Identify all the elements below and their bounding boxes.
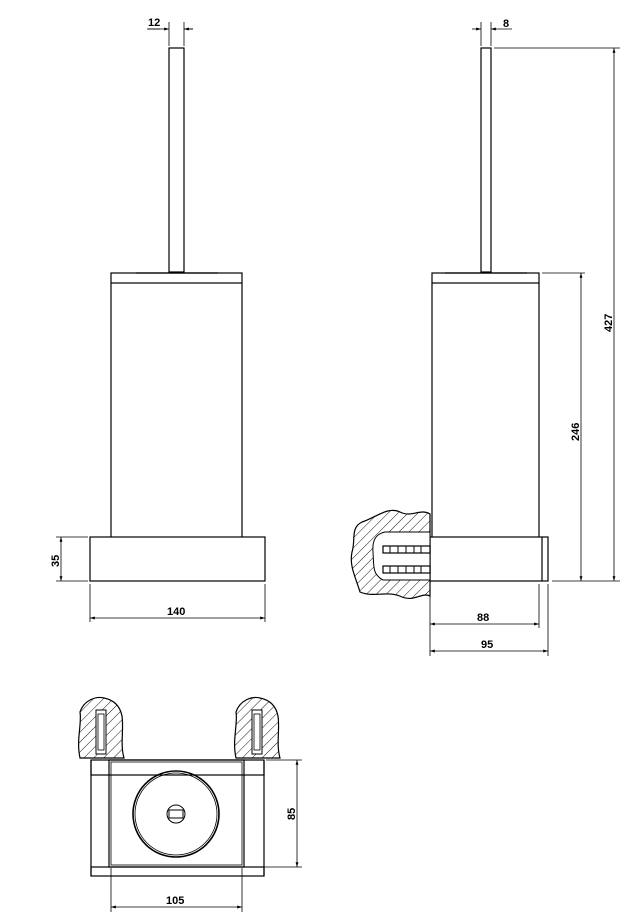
front-handle bbox=[168, 47, 185, 273]
dim-base-width: 140 bbox=[167, 606, 185, 618]
dim-handle-side: 8 bbox=[503, 18, 509, 30]
front-view: 12 35 140 bbox=[50, 17, 266, 622]
front-base bbox=[89, 536, 266, 582]
top-lid-circle bbox=[132, 770, 220, 858]
dim-width: 105 bbox=[166, 895, 184, 907]
dim-total-height: 427 bbox=[603, 314, 615, 332]
side-handle bbox=[480, 47, 492, 273]
dim-handle-front: 12 bbox=[148, 17, 160, 29]
dim-depth: 85 bbox=[286, 808, 298, 820]
wall-anchor-lower bbox=[382, 565, 431, 574]
dim-container-height: 246 bbox=[570, 423, 582, 441]
handle-hole bbox=[166, 804, 186, 824]
top-container bbox=[108, 759, 245, 868]
top-bracket bbox=[90, 866, 265, 877]
wall-anchor-upper bbox=[382, 545, 431, 554]
dim-total-projection: 95 bbox=[481, 639, 493, 651]
side-view: 8 427 246 88 95 bbox=[350, 18, 620, 656]
side-bracket bbox=[429, 536, 549, 582]
dim-base-height: 35 bbox=[50, 555, 62, 567]
front-lid bbox=[110, 272, 243, 284]
dim-body-projection: 88 bbox=[477, 612, 489, 624]
top-view: 85 105 bbox=[77, 696, 302, 912]
side-lid bbox=[431, 272, 540, 284]
